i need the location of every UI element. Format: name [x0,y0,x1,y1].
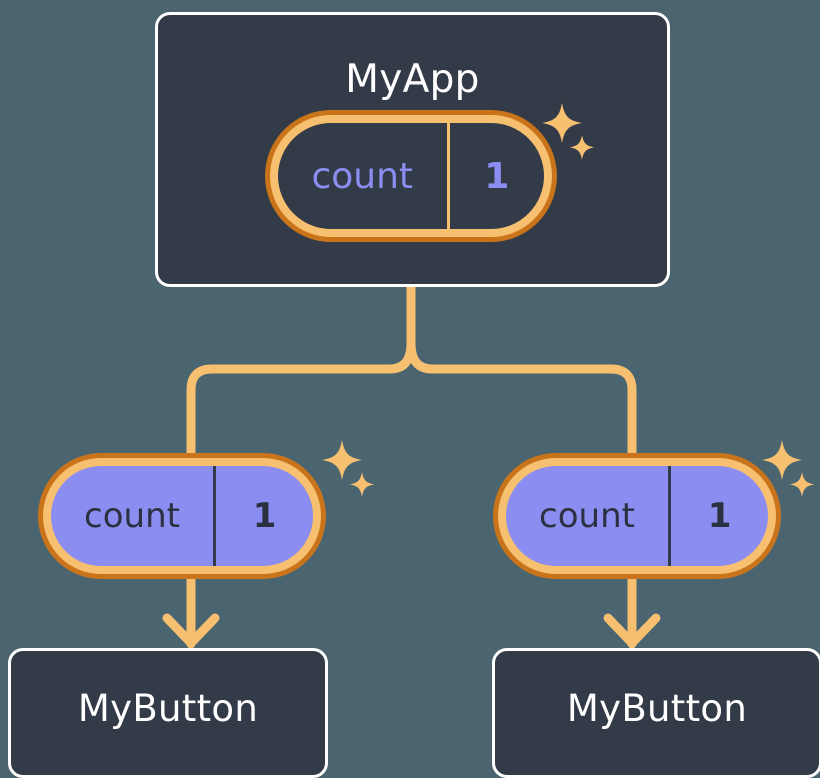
state-pill-ring-inner: count 1 [43,458,321,574]
component-title-myapp: MyApp [345,57,480,102]
state-pill-body: count 1 [51,466,313,566]
state-key-label: count [506,466,672,566]
state-key-label: count [278,123,450,229]
state-value-label: 1 [707,496,732,536]
state-pill-body: count 1 [506,466,768,566]
arrow-down-icon-left [162,573,220,649]
state-value-label: 1 [252,496,277,536]
connector-branch-right [406,338,637,465]
state-pill-ring-inner: count 1 [498,458,776,574]
state-key-label: count [51,466,217,566]
state-pill-ring-inner: count 1 [270,115,552,237]
state-value-label: 1 [484,155,510,197]
arrow-down-icon-right [603,573,661,649]
component-title-mybutton-left: MyButton [77,687,259,730]
state-pill-body: count 1 [278,123,544,229]
state-pill-right[interactable]: count 1 [493,453,781,579]
component-card-mybutton-right[interactable]: MyButton [492,648,820,778]
state-pill-left[interactable]: count 1 [38,453,326,579]
connector-branch-left [186,338,416,465]
component-title-mybutton-right: MyButton [566,687,748,730]
state-pill-myapp[interactable]: count 1 [265,110,557,242]
component-card-mybutton-left[interactable]: MyButton [8,648,328,778]
